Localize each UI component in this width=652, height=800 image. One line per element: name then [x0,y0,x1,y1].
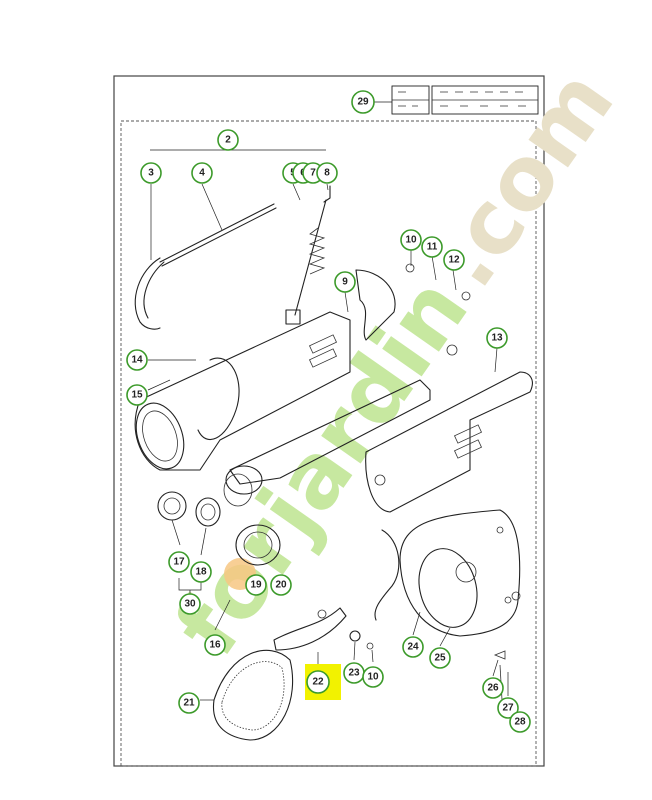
callout-16[interactable]: 16 [204,634,226,656]
callout-28[interactable]: 28 [509,711,531,733]
callout-10-top[interactable]: 10 [400,229,422,251]
callout-25[interactable]: 25 [429,647,451,669]
callout-label: 11 [427,242,438,253]
callout-label: 8 [324,168,330,179]
callout-19[interactable]: 19 [245,574,267,596]
callout-4[interactable]: 4 [191,162,213,184]
callout-26[interactable]: 26 [482,677,504,699]
callout-label: 26 [487,683,499,694]
callout-label: 23 [348,668,360,679]
callout-27[interactable]: 27 [497,697,519,719]
callout-20[interactable]: 20 [270,574,292,596]
callout-3[interactable]: 3 [140,162,162,184]
callout-label: 22 [312,677,324,688]
callout-2[interactable]: 2 [217,129,239,151]
label-sheet [391,85,539,115]
callout-label: 21 [183,698,195,709]
callout-17[interactable]: 17 [168,551,190,573]
callout-label: 12 [448,255,460,266]
inner-dashed-frame [120,120,537,767]
callout-8[interactable]: 8 [316,162,338,184]
callout-label: 10 [405,235,417,246]
callout-11[interactable]: 11 [421,236,443,258]
callout-label: 24 [407,642,419,653]
callout-label: 30 [184,599,196,610]
callout-label: 25 [434,653,446,664]
callout-21[interactable]: 21 [178,692,200,714]
callout-23[interactable]: 23 [343,662,365,684]
callout-13[interactable]: 13 [486,327,508,349]
callout-12[interactable]: 12 [443,249,465,271]
callout-label: 17 [173,557,185,568]
callout-label: 27 [502,703,514,714]
callout-18[interactable]: 18 [190,561,212,583]
gear-cover-assembly [134,185,533,741]
callout-10-bottom[interactable]: 10 [362,666,384,688]
callout-22[interactable]: 22 [306,670,330,694]
callout-label: 18 [195,567,207,578]
callout-29[interactable]: 29 [351,90,375,114]
callout-9[interactable]: 9 [334,271,356,293]
callout-15[interactable]: 15 [126,384,148,406]
callout-label: 10 [367,672,379,683]
callout-label: 7 [310,168,316,179]
callout-24[interactable]: 24 [402,636,424,658]
callout-label: 4 [199,168,205,179]
callout-30[interactable]: 30 [179,593,201,615]
callout-label: 19 [250,580,262,591]
callout-label: 9 [342,277,348,288]
callout-label: 28 [514,717,526,728]
callout-label: 15 [131,390,143,401]
callout-label: 13 [491,333,503,344]
callout-label: 3 [148,168,154,179]
callout-label: 14 [131,355,143,366]
callout-label: 16 [209,640,221,651]
callout-label: 29 [357,97,369,108]
callout-label: 2 [225,135,231,146]
callout-label: 20 [275,580,287,591]
callout-14[interactable]: 14 [126,349,148,371]
